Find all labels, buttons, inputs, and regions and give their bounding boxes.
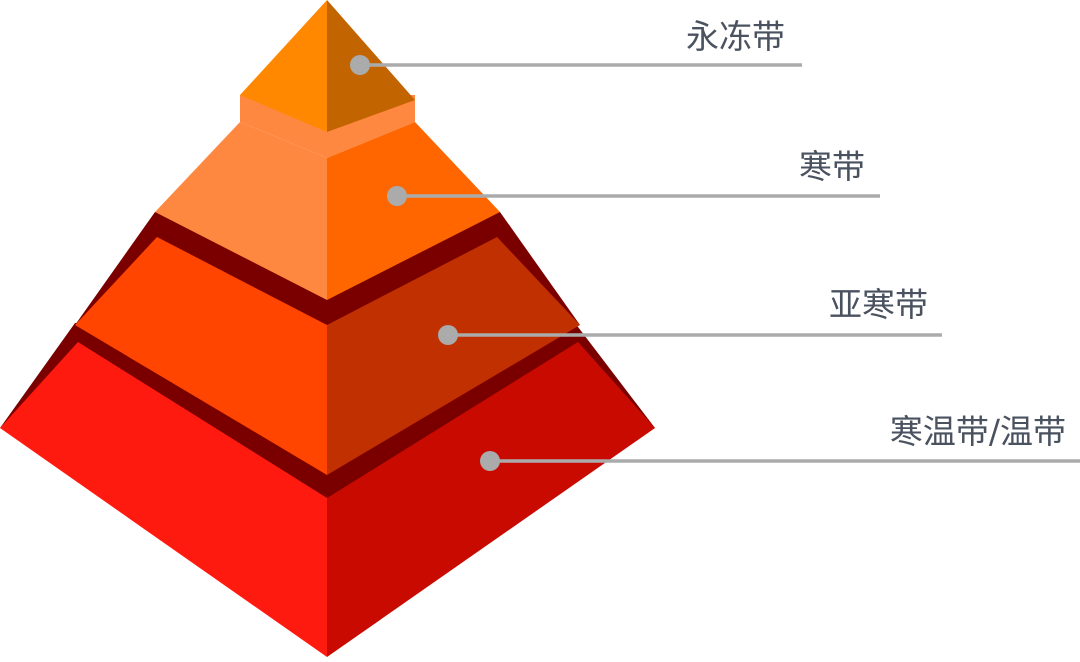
label-arctic: 寒带 <box>799 147 865 186</box>
labels: 永冻带 寒带 亚寒带 寒温带/温带 <box>686 17 1066 451</box>
connector-1-dot <box>350 55 370 75</box>
connector-3-dot <box>438 325 458 345</box>
connector-2-dot <box>387 186 407 206</box>
label-temperate: 寒温带/温带 <box>890 412 1066 451</box>
label-permafrost: 永冻带 <box>686 17 785 56</box>
connector-4-dot <box>480 451 500 471</box>
connector-1 <box>350 55 802 75</box>
label-subarctic: 亚寒带 <box>829 285 928 324</box>
